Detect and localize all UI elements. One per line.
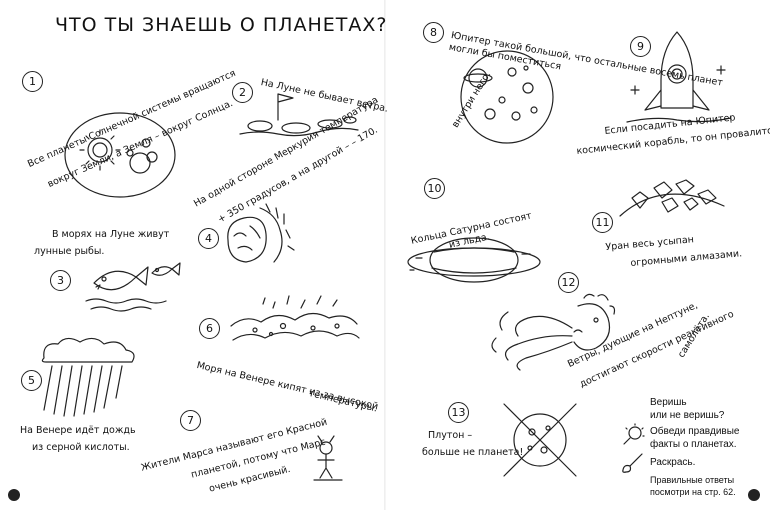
fact-6-line-2: температуры.	[307, 388, 379, 415]
fact-number-8: 8	[423, 22, 444, 43]
fact-3-line-2: лунные рыбы.	[34, 246, 105, 257]
rain-cloud-icon	[41, 337, 135, 417]
fact-number-1: 1	[22, 71, 43, 92]
fact-13-line-1: Плутон –	[428, 430, 473, 441]
fact-5-line-2: из серной кислоты.	[32, 442, 130, 453]
pluto-crossed-icon	[503, 403, 577, 477]
fact-13-line-2: больше не планета!	[422, 447, 524, 458]
fact-number-6: 6	[199, 318, 220, 339]
fact-number-7: 7	[180, 410, 201, 431]
martian-icon	[313, 435, 343, 481]
legend-answers-line-1: Правильные ответы	[650, 475, 735, 485]
moon-flag-icon	[239, 93, 359, 137]
legend-question-line-2: или не веришь?	[650, 410, 725, 421]
fact-number-3: 3	[50, 270, 71, 291]
legend-answers-line-2: посмотри на стр. 62.	[650, 487, 736, 497]
page-mark-right-icon	[748, 489, 760, 501]
legend-instruction-1-line-1: Обведи правдивые	[650, 426, 740, 437]
fact-11-line-1: Уран весь усыпан	[605, 234, 695, 253]
fact-number-4: 4	[198, 228, 219, 249]
fact-number-10: 10	[424, 178, 445, 199]
legend-instruction-1-line-2: факты о планетах.	[650, 439, 737, 450]
saturn-icon	[407, 237, 541, 283]
legend-question-line-1: Веришь	[650, 397, 687, 408]
mercury-icon	[227, 203, 295, 263]
legend-instruction-2: Раскрась.	[650, 457, 696, 468]
fact-5-line-1: На Венере идёт дождь	[20, 425, 136, 436]
fact-3-line-1: В морях на Луне живут	[52, 229, 170, 240]
brush-icon	[622, 453, 643, 473]
magnifier-icon	[623, 423, 645, 445]
page-gutter	[384, 0, 386, 510]
jupiter-icon	[460, 50, 554, 144]
fact-number-11: 11	[592, 212, 613, 233]
boiling-sea-icon	[230, 295, 360, 341]
page-title: ЧТО ТЫ ЗНАЕШЬ О ПЛАНЕТАХ?	[55, 14, 388, 36]
fact-11-line-2: огромными алмазами.	[630, 248, 743, 269]
sun-earth-orbit-icon	[64, 112, 176, 198]
fact-number-2: 2	[232, 82, 253, 103]
fact-number-13: 13	[448, 402, 469, 423]
rocket-icon	[626, 31, 732, 123]
wind-face-icon	[491, 293, 616, 371]
fact-number-5: 5	[21, 370, 42, 391]
fact-number-9: 9	[630, 36, 651, 57]
diamonds-icon	[619, 179, 725, 217]
page-mark-left-icon	[8, 489, 20, 501]
fish-icon	[85, 262, 181, 312]
fact-number-12: 12	[558, 272, 579, 293]
